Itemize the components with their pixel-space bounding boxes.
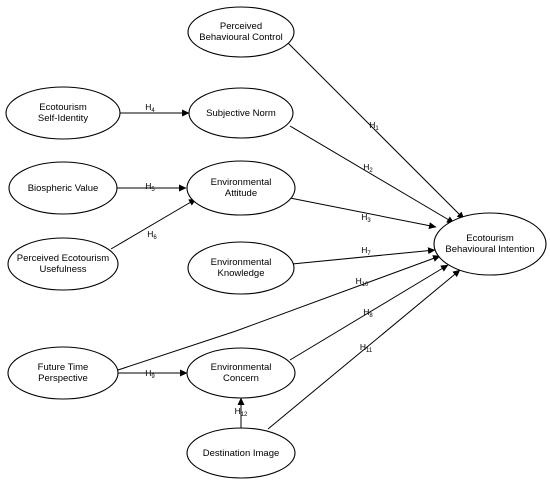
node-label-line: Concern <box>223 373 259 384</box>
edge-label-h5: H5 <box>145 181 155 193</box>
edge-label-h7: H7 <box>361 245 371 257</box>
node-perceived-behavioural-control: Perceived Behavioural Control <box>187 6 295 58</box>
edge-h7: H7 <box>291 245 436 265</box>
node-label-line: Attitude <box>225 188 257 199</box>
node-label-line: Destination Image <box>203 448 280 459</box>
node-ecotourism-self-identity: Ecotourism Self-Identity <box>5 86 121 140</box>
edge-h3: H3 <box>289 197 437 230</box>
node-environmental-concern: Environmental Concern <box>186 347 296 399</box>
node-future-time-perspective: Future Time Perspective <box>7 346 119 400</box>
node-label-line: Self-Identity <box>38 113 88 124</box>
edge-label-h3: H3 <box>361 212 371 224</box>
edge-label-h4: H4 <box>145 102 155 114</box>
edge-label-h8: H8 <box>363 307 373 319</box>
node-environmental-attitude: Environmental Attitude <box>186 160 296 216</box>
edge-h6: H6 <box>110 198 197 250</box>
node-label-line: Environmental <box>211 362 272 373</box>
node-label-line: Perspective <box>38 373 88 384</box>
edge-label-h1: H1 <box>369 120 379 132</box>
edge-h11: H11 <box>267 269 461 430</box>
node-environmental-knowledge: Environmental Knowledge <box>187 241 295 295</box>
edge-label-h10: H10 <box>356 276 369 288</box>
node-label-line: Ecotourism <box>466 233 514 244</box>
node-label-line: Usefulness <box>40 264 87 275</box>
edge-h12: H12 <box>235 397 248 430</box>
edge-label-h11: H11 <box>360 342 373 354</box>
node-label-line: Environmental <box>211 257 272 268</box>
node-label-line: Knowledge <box>217 268 264 279</box>
node-label-line: Behavioural Control <box>199 32 282 43</box>
node-subjective-norm: Subjective Norm <box>188 87 294 139</box>
edge-h1: H1 <box>284 39 465 220</box>
node-label-line: Perceived Ecotourism <box>17 253 109 264</box>
node-label-line: Subjective Norm <box>206 108 276 119</box>
edge-label-h2: H2 <box>363 162 373 174</box>
edge-label-h6: H6 <box>147 229 157 241</box>
node-label-line: Environmental <box>211 177 272 188</box>
edge-h9: H9 <box>118 368 188 380</box>
edge-h10: H10 <box>117 255 441 371</box>
edge-label-h12: H12 <box>235 406 248 418</box>
node-label-line: Ecotourism <box>39 102 87 113</box>
edge-h5: H5 <box>117 181 187 193</box>
node-destination-image: Destination Image <box>186 427 296 479</box>
node-ecotourism-behavioural-intention: Ecotourism Behavioural Intention <box>433 212 547 276</box>
node-label-line: Biospheric Value <box>28 183 99 194</box>
edge-h4: H4 <box>120 102 190 117</box>
node-label-line: Future Time <box>38 362 89 373</box>
edge-label-h9: H9 <box>145 368 155 380</box>
node-label-line: Behavioural Intention <box>445 244 534 255</box>
edge-h2: H2 <box>289 125 455 224</box>
node-label-line: Perceived <box>220 21 262 32</box>
node-perceived-ecotourism-usefulness: Perceived Ecotourism Usefulness <box>7 237 119 291</box>
node-biospheric-value: Biospheric Value <box>8 161 118 215</box>
edge-h8: H8 <box>289 264 449 361</box>
